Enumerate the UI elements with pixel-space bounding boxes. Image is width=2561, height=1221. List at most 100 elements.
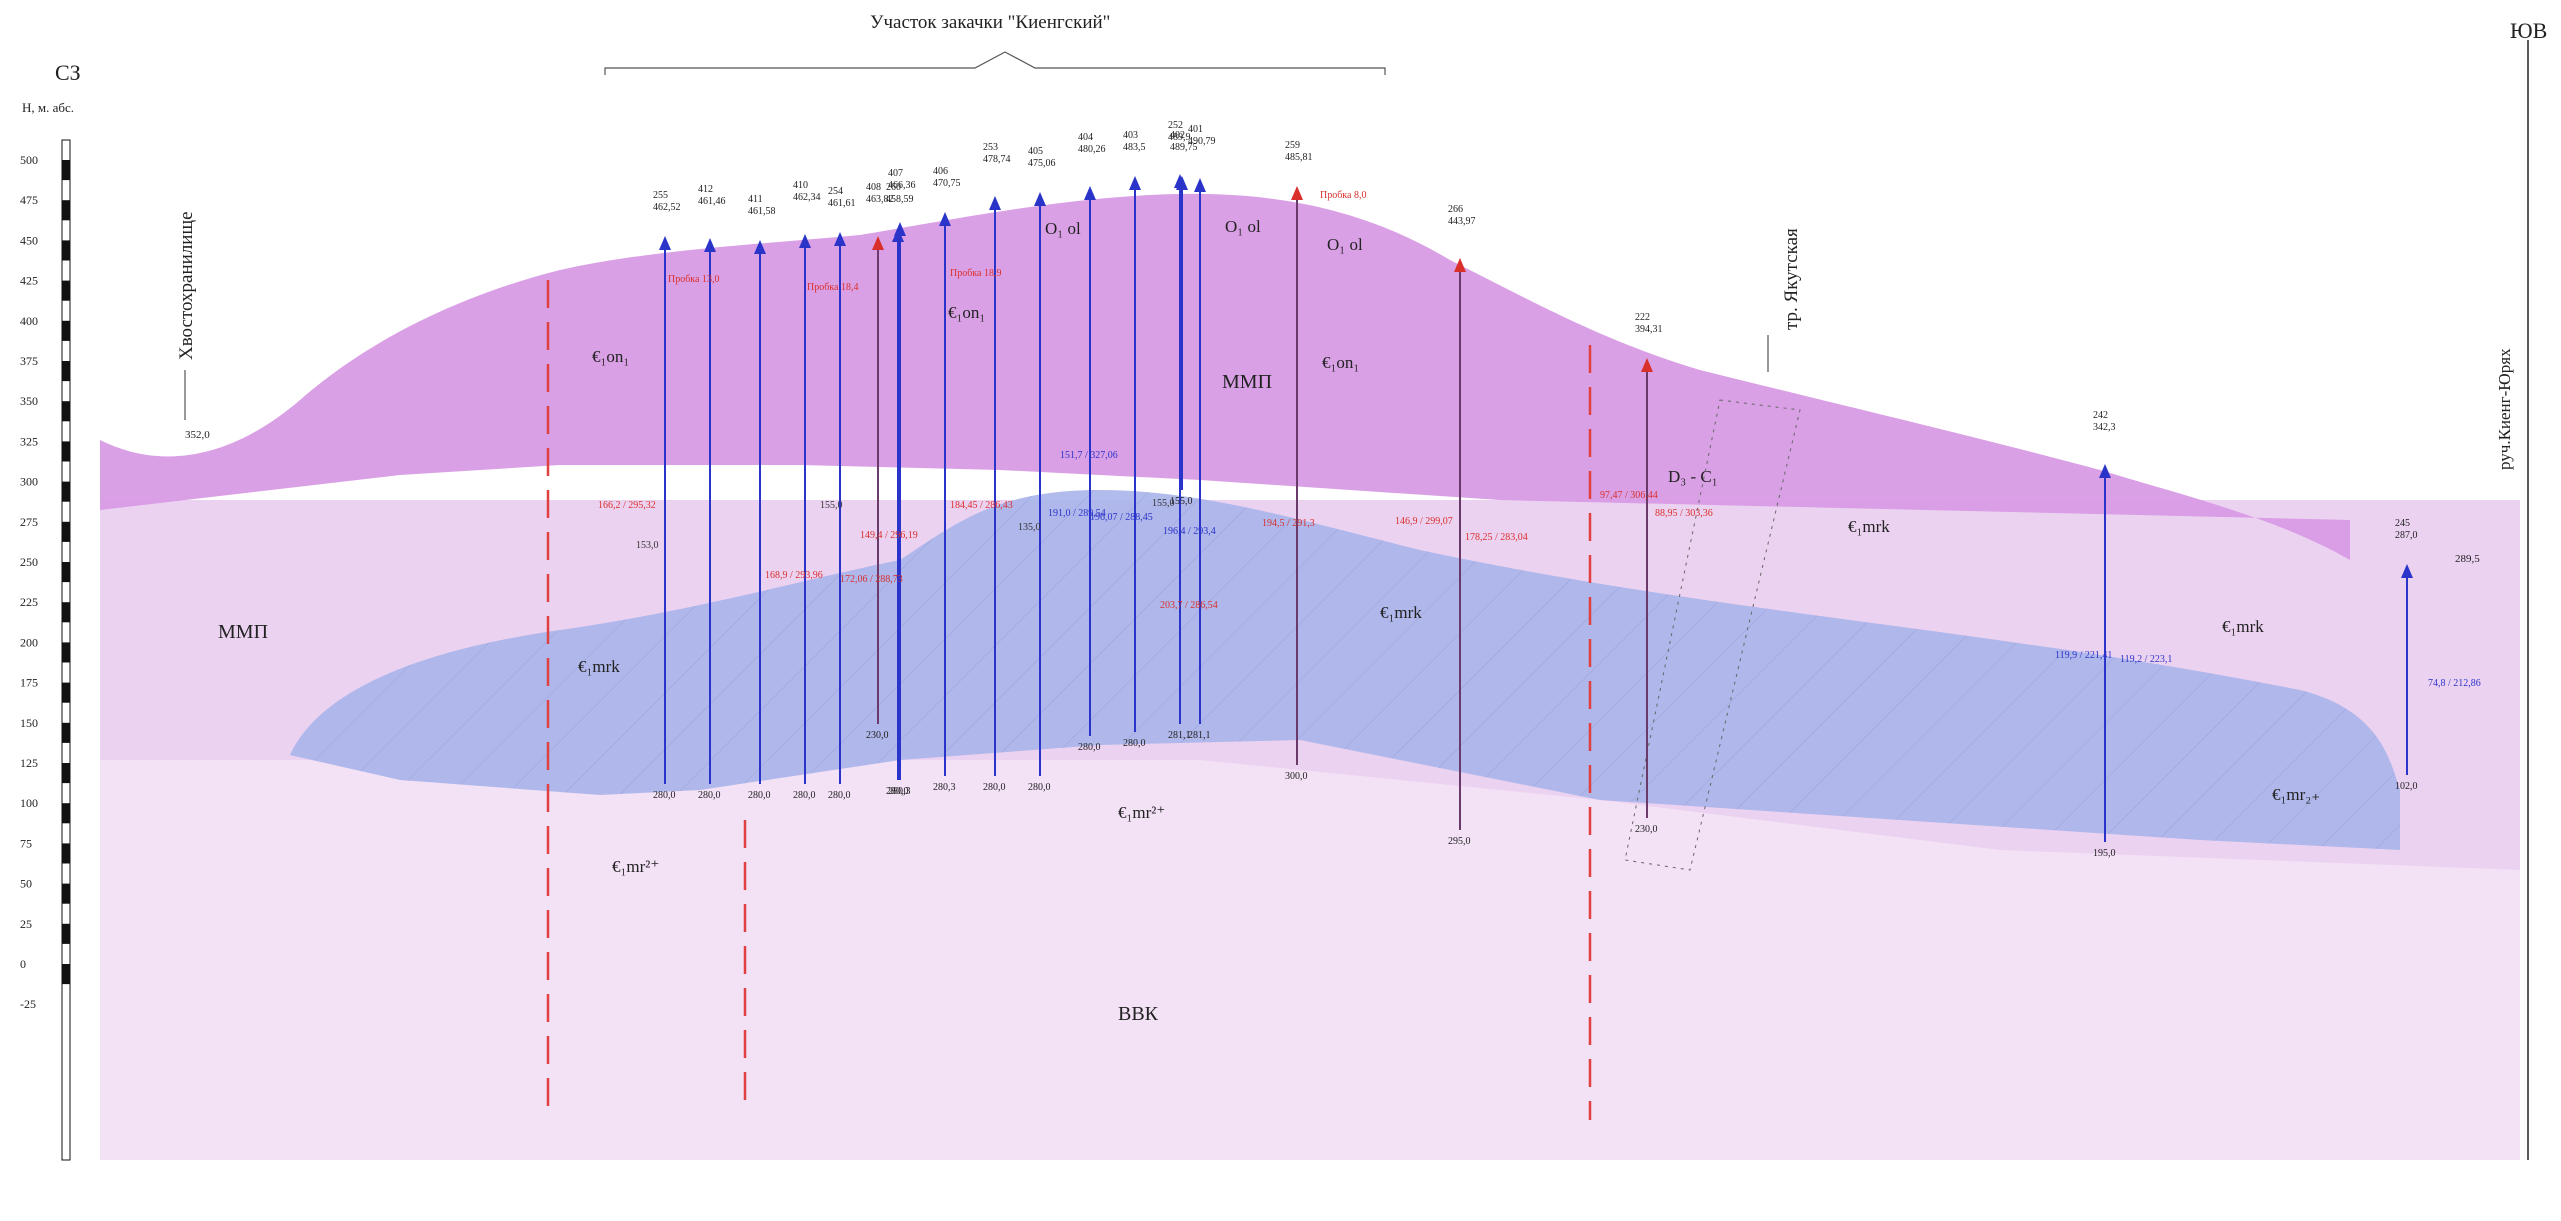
depth-mark: 135,0 [1018, 522, 1041, 533]
well-arrow-icon [1084, 186, 1096, 200]
well-elev: 394,31 [1635, 324, 1663, 335]
well-arrow-icon [1194, 178, 1206, 192]
tick-label: 375 [20, 354, 38, 368]
well-elev: 342,3 [2093, 422, 2116, 433]
well-elev: 461,58 [748, 206, 776, 217]
e-mr-left: €₁mr²⁺ [612, 857, 659, 876]
well-arrow-icon [894, 222, 906, 236]
d-c-label: D₃ - C₁ [1668, 467, 1718, 486]
well-depth: 281,1 [1168, 730, 1191, 741]
well-depth: 280,0 [793, 790, 816, 801]
scale-segment [62, 682, 70, 703]
vvk-layer [100, 745, 2520, 1160]
tick-label: 300 [20, 475, 38, 489]
scale-segment [62, 562, 70, 583]
well-arrow-icon [1176, 176, 1188, 190]
interval-label: 184,45 / 286,43 [950, 500, 1013, 511]
well-arrow-icon [1291, 186, 1303, 200]
well-arrow-icon [872, 236, 884, 250]
well-id: 407 [888, 168, 903, 179]
well-elev: 485,81 [1285, 152, 1313, 163]
well-arrow-icon [939, 212, 951, 226]
section-title: Участок закачки "Киенгский" [870, 12, 1110, 33]
depth-mark: 155,0 [820, 500, 843, 511]
well-id: 242 [2093, 410, 2108, 421]
e-on-right: €₁on₁ [1322, 353, 1359, 372]
well-depth: 155,0 [1170, 496, 1193, 507]
well-id: 406 [933, 166, 948, 177]
tick-label: 150 [20, 716, 38, 730]
interval-label: 149,4 / 296,19 [860, 530, 918, 541]
well-arrow-icon [2099, 464, 2111, 478]
tick-label: 400 [20, 314, 38, 328]
tick-label: 225 [20, 595, 38, 609]
interval-label: 119,9 / 221,41 [2055, 650, 2112, 661]
fault-zone [1624, 399, 1801, 871]
axis-label: Н, м. абс. [22, 100, 74, 115]
scale-segment [62, 642, 70, 663]
well-depth: 195,0 [2093, 848, 2116, 859]
scale-segment [62, 240, 70, 261]
well-id: 412 [698, 184, 713, 195]
well-arrow-icon [659, 236, 671, 250]
well-arrow-icon [1454, 258, 1466, 272]
e-mrk-right1: €₁mrk [1848, 517, 1890, 536]
e-on-left: €₁on₁ [592, 347, 629, 366]
interval-label: 151,7 / 327,06 [1060, 450, 1118, 461]
scale-segment [62, 361, 70, 382]
well-depth: 280,3 [933, 782, 956, 793]
well-id: 403 [1123, 130, 1138, 141]
interval-label: 97,47 / 306,44 [1600, 490, 1658, 501]
tick-label: 200 [20, 635, 38, 649]
e-on-mid: €₁on₁ [948, 303, 985, 322]
tick-label: 25 [20, 917, 32, 931]
interval-label: 196,4 / 293,4 [1163, 526, 1216, 537]
well-elev: 443,97 [1448, 216, 1476, 227]
tick-label: 275 [20, 515, 38, 529]
scale-segment [62, 602, 70, 623]
probe-label: Пробка 18,9 [950, 268, 1001, 279]
well-id: 404 [1078, 132, 1093, 143]
well-id: 401 [1188, 124, 1203, 135]
probe-label: Пробка 8,0 [1320, 190, 1366, 201]
well-arrow-icon [704, 238, 716, 252]
well-elev: 483,5 [1123, 142, 1146, 153]
well-arrow-icon [799, 234, 811, 248]
well-elev: 489,75 [1170, 142, 1198, 153]
well-id: 411 [748, 194, 763, 205]
well-elev: 466,36 [888, 180, 916, 191]
well-arrow-icon [1129, 176, 1141, 190]
depth-mark: 155,0 [1152, 498, 1175, 509]
e-mrk-left: €₁mrk [578, 657, 620, 676]
well-arrow-icon [1641, 358, 1653, 372]
well-id: 405 [1028, 146, 1043, 157]
well-elev: 475,06 [1028, 158, 1056, 169]
tick-label: 350 [20, 394, 38, 408]
well-arrow-icon [2401, 564, 2413, 578]
o-ol-3: O₁ ol [1327, 235, 1363, 254]
tick-label: 100 [20, 796, 38, 810]
mmp-top-label: ММП [1222, 371, 1272, 393]
well-elev: 461,61 [828, 198, 856, 209]
e-mrk-right2: €₁mrk [2222, 617, 2264, 636]
well-elev: 463,82 [866, 194, 894, 205]
interval-label: 196,07 / 288,45 [1090, 512, 1153, 523]
well-depth: 280,0 [828, 790, 851, 801]
interval-label: 119,2 / 223,1 [2120, 654, 2172, 665]
well-depth: 300,0 [1285, 771, 1308, 782]
interval-label: 146,9 / 299,07 [1395, 516, 1453, 527]
well-elev: 480,26 [1078, 144, 1106, 155]
scale-segment [62, 160, 70, 181]
tick-label: 50 [20, 877, 32, 891]
well-depth: 280,0 [698, 790, 721, 801]
well-id: 252 [1168, 120, 1183, 131]
